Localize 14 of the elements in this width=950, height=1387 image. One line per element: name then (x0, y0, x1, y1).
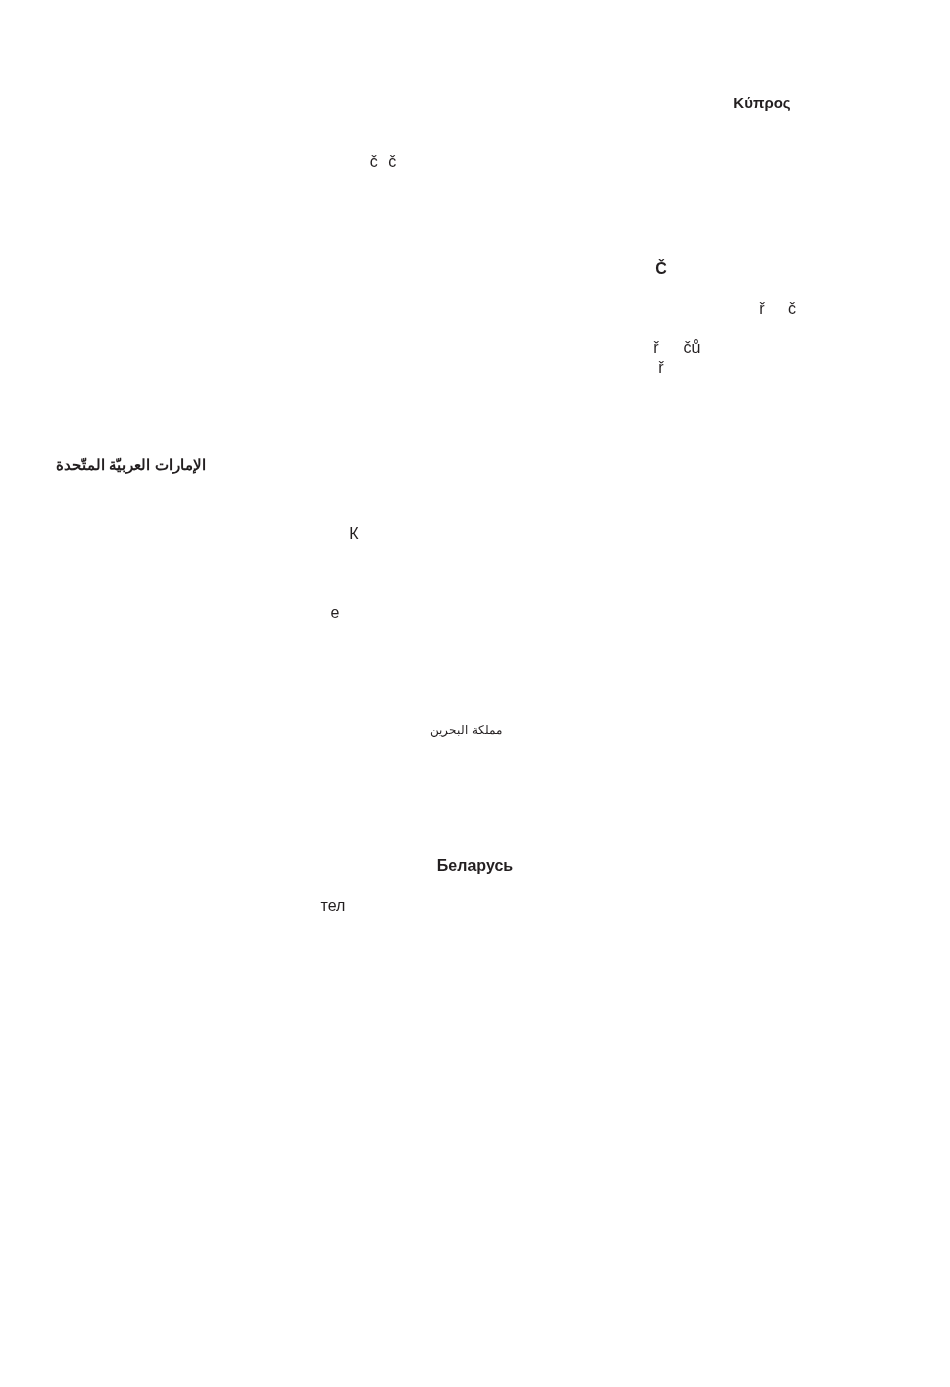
text-label: مملكة البحرين (430, 724, 502, 738)
text-label: الإمارات العربيّة المتّحدة (56, 456, 206, 474)
text-label: Č (655, 259, 667, 279)
text-label: č (788, 299, 796, 319)
text-label: Беларусь (436, 856, 514, 876)
text-label: Κύπρος (733, 94, 791, 112)
text-label: č č (369, 152, 397, 172)
text-label: čů (683, 338, 701, 358)
text-label: ř (653, 338, 659, 358)
text-label: е (330, 603, 340, 623)
text-label: тел (320, 896, 346, 916)
text-label: ř (759, 299, 765, 319)
text-label: К (349, 524, 359, 544)
text-label: ř (658, 358, 664, 378)
